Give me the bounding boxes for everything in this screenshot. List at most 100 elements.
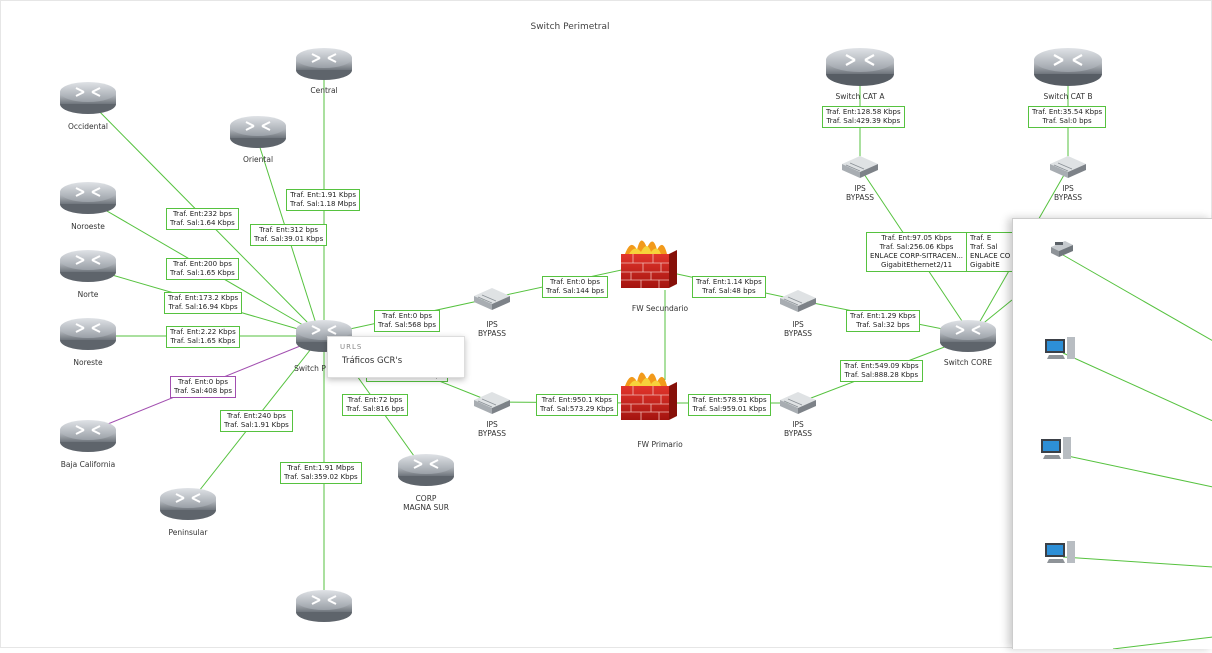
traffic-in: Traf. Ent:97.05 Kbps [881,234,952,242]
traffic-box-peninsular[interactable]: Traf. Ent:240 bps Traf. Sal:1.91 Kbps [220,410,293,432]
traffic-out: Traf. Sal:39.01 Kbps [254,235,324,243]
node-baja-california[interactable]: Baja California [40,458,136,469]
traffic-box-occidental[interactable]: Traf. Ent:232 bps Traf. Sal:1.64 Kbps [166,208,239,230]
router-bottom-icon[interactable] [295,589,353,623]
ips-bypass-5-icon[interactable] [841,155,879,179]
traffic-box-enlace-corp-2[interactable]: Traf. E Traf. Sal ENLACE CO GigabitE [966,232,1014,272]
link-name: ENLACE CO [970,252,1011,260]
switch-core-icon[interactable] [939,319,997,353]
node-label: Switch CAT B [1043,92,1093,101]
traffic-box-ips-core-top[interactable]: Traf. Ent:1.29 Kbps Traf. Sal:32 bps [846,310,920,332]
fw-primario-icon[interactable] [620,371,678,421]
traffic-box-bottom[interactable]: Traf. Ent:1.91 Mbps Traf. Sal:359.02 Kbp… [280,462,362,484]
node-switch-cat-a[interactable]: Switch CAT A [820,90,900,101]
traffic-box-cat-b[interactable]: Traf. Ent:35.54 Kbps Traf. Sal:0 bps [1028,106,1107,128]
node-label-line2: BYPASS [783,329,812,338]
router-baja-california-icon[interactable] [59,419,117,453]
node-noreste[interactable]: Noreste [48,356,128,367]
traffic-in: Traf. Ent:128.58 Kbps [826,108,901,116]
node-central[interactable]: Central [294,84,354,95]
node-label: Peninsular [168,528,208,537]
node-context-popup: URLS Tráficos GCR's [327,336,465,378]
traffic-in: Traf. Ent:232 bps [172,210,232,218]
node-switch-core[interactable]: Switch CORE [928,356,1008,367]
traffic-box-noreste[interactable]: Traf. Ent:2.22 Kbps Traf. Sal:1.65 Kbps [166,326,240,348]
node-label-line1: IPS [792,320,804,329]
traffic-box-oriental[interactable]: Traf. Ent:312 bps Traf. Sal:39.01 Kbps [250,224,328,246]
traffic-box-ips-core-bottom[interactable]: Traf. Ent:549.09 Kbps Traf. Sal:888.28 K… [840,360,923,382]
traffic-out: Traf. Sal:573.29 Kbps [540,405,614,413]
ips-bypass-3-icon[interactable] [779,289,817,313]
node-ips-bypass-4[interactable]: IPS BYPASS [773,418,823,438]
ips-bypass-2-icon[interactable] [473,391,511,415]
diagram-title: Switch Perimetral [530,22,610,32]
traffic-box-fw-primario-ips[interactable]: Traf. Ent:578.91 Kbps Traf. Sal:959.01 K… [688,394,771,416]
traffic-box-cat-a[interactable]: Traf. Ent:128.58 Kbps Traf. Sal:429.39 K… [822,106,905,128]
ips-bypass-1-icon[interactable] [473,287,511,311]
traffic-in: Traf. Ent:35.54 Kbps [1032,108,1103,116]
traffic-out: Traf. Sal:1.91 Kbps [224,421,289,429]
desktop-pc-icon[interactable] [1045,541,1075,563]
node-peninsular[interactable]: Peninsular [148,526,228,537]
traffic-out: Traf. Sal:959.01 Kbps [692,405,767,413]
node-ips-bypass-3[interactable]: IPS BYPASS [773,318,823,338]
traffic-in: Traf. Ent:200 bps [172,260,232,268]
node-norte[interactable]: Norte [48,288,128,299]
router-oriental-icon[interactable] [229,115,287,149]
node-ips-bypass-6[interactable]: IPS BYPASS [1043,182,1093,202]
traffic-box-ips-fw-secundario[interactable]: Traf. Ent:0 bps Traf. Sal:144 bps [542,276,608,298]
node-ips-bypass-2[interactable]: IPS BYPASS [467,418,517,438]
fw-secundario-icon[interactable] [620,239,678,289]
node-switch-cat-b[interactable]: Switch CAT B [1028,90,1108,101]
node-oriental[interactable]: Oriental [226,153,290,164]
node-ips-bypass-5[interactable]: IPS BYPASS [835,182,885,202]
ip-phone-icon[interactable] [1051,241,1073,257]
traffic-in: Traf. Ent:0 bps [177,378,228,386]
traffic-box-noroeste[interactable]: Traf. Ent:200 bps Traf. Sal:1.65 Kbps [166,258,239,280]
node-noroeste[interactable]: Noroeste [48,220,128,231]
traffic-box-norte[interactable]: Traf. Ent:173.2 Kbps Traf. Sal:16.94 Kbp… [164,292,243,314]
node-fw-secundario[interactable]: FW Secundario [615,302,705,313]
node-label: Norte [77,290,99,299]
router-central-icon[interactable] [295,47,353,81]
node-occidental[interactable]: Occidental [48,120,128,131]
ips-bypass-4-icon[interactable] [779,391,817,415]
router-noreste-icon[interactable] [59,317,117,351]
node-label: Switch CORE [943,358,993,367]
node-label: Occidental [68,122,108,131]
router-norte-icon[interactable] [59,249,117,283]
traffic-box-central[interactable]: Traf. Ent:1.91 Kbps Traf. Sal:1.18 Mbps [286,189,361,211]
ips-bypass-6-icon[interactable] [1049,155,1087,179]
traffic-in: Traf. Ent:1.91 Kbps [290,191,356,199]
desktop-pc-icon[interactable] [1041,437,1071,459]
switch-cat-a-icon[interactable] [824,46,896,88]
traffic-out: Traf. Sal:1.18 Mbps [290,200,357,208]
node-fw-primario[interactable]: FW Primario [615,438,705,449]
router-corp-magna-sur-icon[interactable] [397,453,455,487]
node-corp-magna-sur[interactable]: CORP MAGNA SUR [386,492,466,512]
traffic-box-enlace-corp[interactable]: Traf. Ent:97.05 Kbps Traf. Sal:256.06 Kb… [866,232,968,272]
node-ips-bypass-1[interactable]: IPS BYPASS [467,318,517,338]
traffic-box-ips-fw-primario[interactable]: Traf. Ent:950.1 Kbps Traf. Sal:573.29 Kb… [536,394,618,416]
traffic-box-baja-california[interactable]: Traf. Ent:0 bps Traf. Sal:408 bps [170,376,236,398]
traffic-box-corp-magna[interactable]: Traf. Ent:72 bps Traf. Sal:816 bps [342,394,408,416]
traffic-in: Traf. Ent:950.1 Kbps [541,396,612,404]
traffic-in: Traf. Ent:0 bps [381,312,432,320]
traffic-out: Traf. Sal:816 bps [346,405,404,413]
desktop-pc-icon[interactable] [1045,337,1075,359]
traffic-out: Traf. Sal:408 bps [174,387,232,395]
router-occidental-icon[interactable] [59,81,117,115]
router-noroeste-icon[interactable] [59,181,117,215]
traffic-box-fw-secundario-ips[interactable]: Traf. Ent:1.14 Kbps Traf. Sal:48 bps [692,276,766,298]
node-label: Switch CAT A [835,92,885,101]
switch-cat-b-icon[interactable] [1032,46,1104,88]
traffic-in: Traf. Ent:1.29 Kbps [850,312,916,320]
popup-item-traficos[interactable]: Tráficos GCR's [342,356,403,366]
traffic-box-perimetral-ips-top[interactable]: Traf. Ent:0 bps Traf. Sal:568 bps [374,310,440,332]
traffic-out: Traf. Sal:144 bps [546,287,604,295]
node-label-line1: IPS [792,420,804,429]
node-label-line1: IPS [1062,184,1074,193]
router-peninsular-icon[interactable] [159,487,217,521]
traffic-in: Traf. Ent:2.22 Kbps [170,328,236,336]
node-switch-perimetral[interactable]: Switch P [290,362,330,373]
